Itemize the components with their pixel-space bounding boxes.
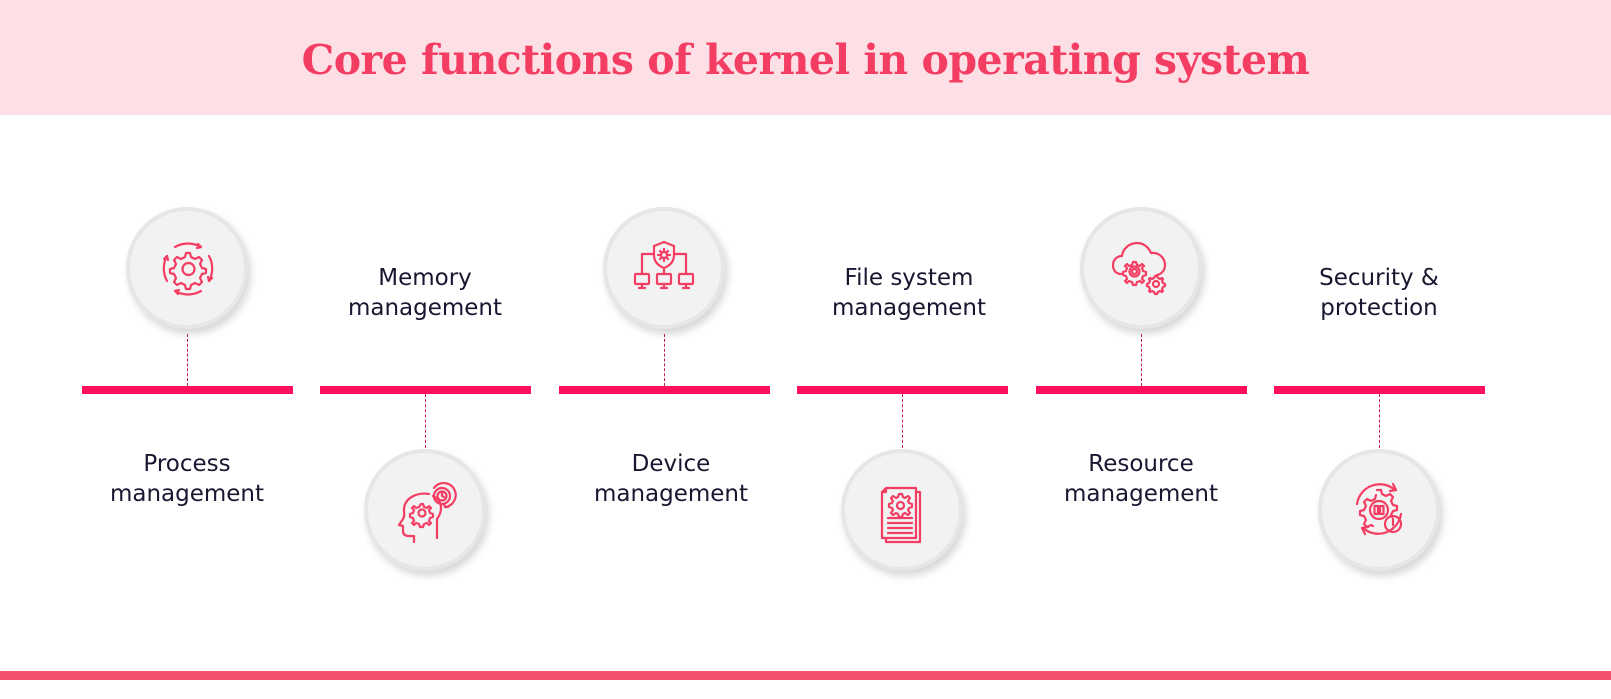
- label-memory: Memory management: [347, 265, 503, 321]
- head-gear-clock-icon: [397, 481, 457, 544]
- icon-circle-device: [603, 207, 725, 329]
- icon-circle-process: [126, 207, 248, 329]
- connector-dash-device: [664, 334, 665, 386]
- timeline-bar-memory: [320, 386, 531, 394]
- timeline-bar-device: [559, 386, 770, 394]
- icon-circle-security: [1318, 449, 1440, 571]
- page-title: Core functions of kernel in operating sy…: [301, 35, 1310, 84]
- connector-dash-memory: [425, 394, 426, 448]
- icon-circle-filesystem: [841, 449, 963, 571]
- icon-circle-resource: [1080, 207, 1202, 329]
- document-gear-icon: [880, 486, 922, 544]
- gear-pause-alert-icon: [1355, 482, 1403, 536]
- connector-dash-filesystem: [902, 394, 903, 448]
- bottom-accent-rule: [0, 671, 1611, 680]
- label-security: Security & protection: [1319, 265, 1439, 321]
- icon-circle-memory: [364, 449, 486, 571]
- label-device: Device management: [593, 451, 749, 507]
- shield-network-devices-icon: [633, 240, 695, 290]
- timeline-bar-resource: [1036, 386, 1247, 394]
- timeline-bar-process: [82, 386, 293, 394]
- label-process: Process management: [109, 451, 265, 507]
- connector-dash-process: [187, 334, 188, 386]
- timeline-bar-filesystem: [797, 386, 1008, 394]
- connector-dash-resource: [1141, 334, 1142, 386]
- connector-dash-security: [1379, 394, 1380, 448]
- cloud-gears-icon: [1111, 241, 1167, 296]
- header-banner: Core functions of kernel in operating sy…: [0, 0, 1611, 115]
- timeline-bar-security: [1274, 386, 1485, 394]
- gear-cycle-icon: [162, 242, 214, 296]
- label-resource: Resource management: [1063, 451, 1219, 507]
- label-filesystem: File system management: [831, 265, 987, 321]
